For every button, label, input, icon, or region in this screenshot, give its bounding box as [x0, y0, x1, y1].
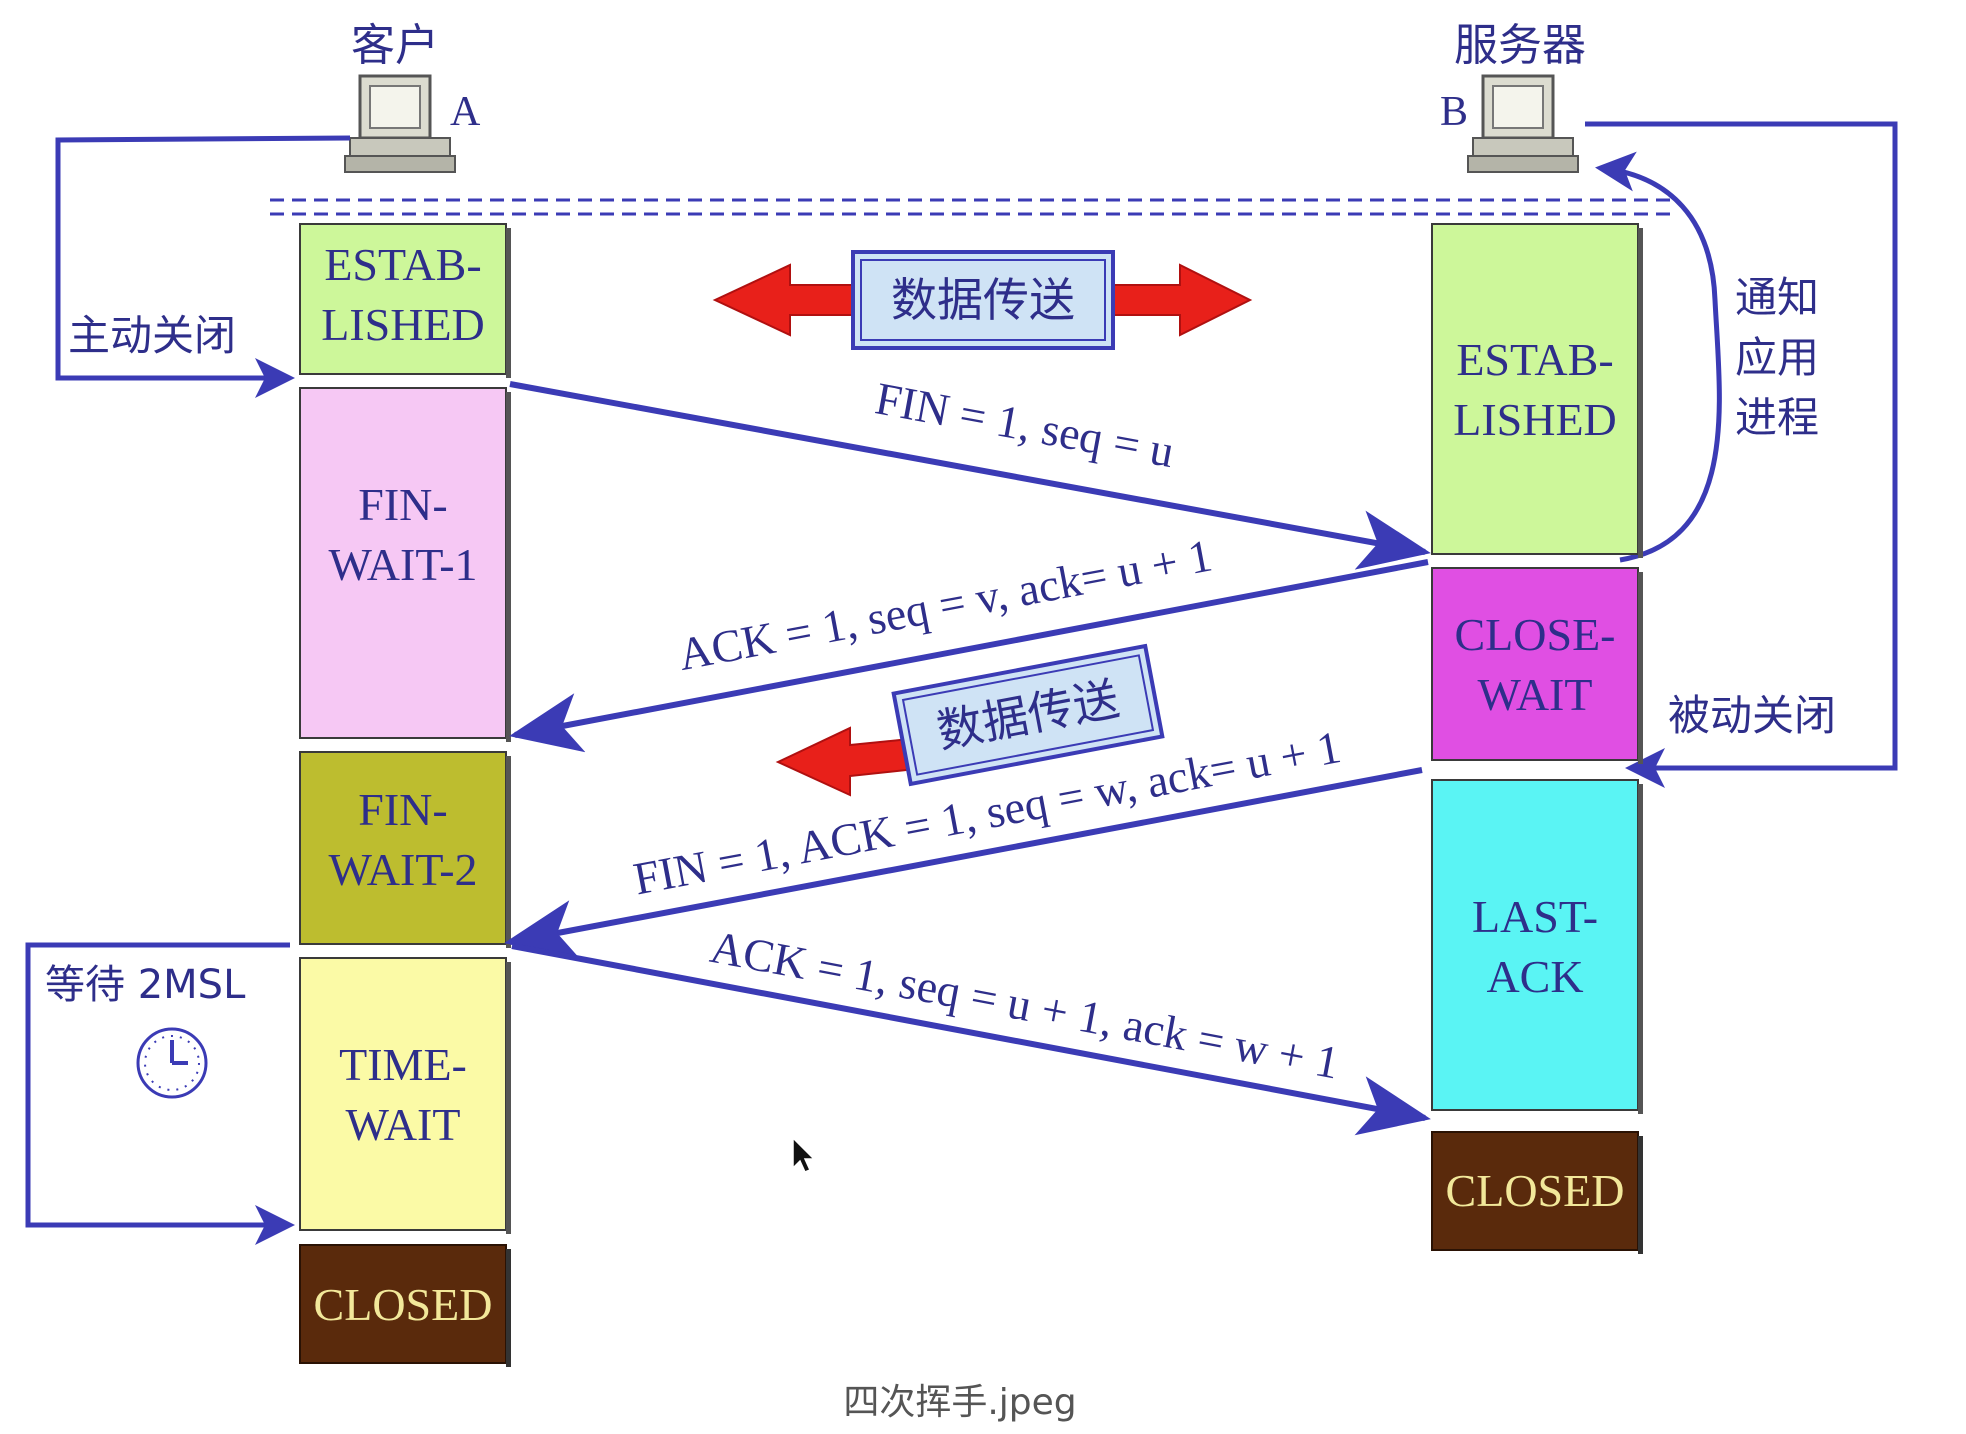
- server-letter: B: [1440, 89, 1468, 135]
- svg-text:WAIT: WAIT: [346, 1099, 461, 1150]
- svg-text:LISHED: LISHED: [1453, 394, 1617, 445]
- data-transfer-badge-top: 数据传送: [851, 250, 1115, 350]
- wait-2msl-label: 等待 2MSL: [45, 962, 246, 1008]
- active-close-label: 主动关闭: [68, 311, 236, 360]
- client-state-fin-wait-2: FIN- WAIT-2: [299, 751, 511, 948]
- message-arrow-3: [504, 767, 1423, 960]
- server-state-established: ESTAB- LISHED: [1431, 223, 1643, 558]
- clock-icon: [136, 1027, 208, 1099]
- notify-label-1: 通知: [1735, 273, 1819, 322]
- message-arrow-4: [511, 943, 1431, 1136]
- svg-text:LISHED: LISHED: [321, 299, 485, 350]
- svg-text:WAIT-1: WAIT-1: [328, 539, 477, 590]
- client-state-fin-wait-1: FIN- WAIT-1: [299, 387, 511, 742]
- message-arrow-2: [509, 559, 1429, 753]
- svg-text:ESTAB-: ESTAB-: [324, 239, 481, 290]
- svg-text:WAIT: WAIT: [1478, 669, 1593, 720]
- svg-text:CLOSE-: CLOSE-: [1455, 609, 1616, 660]
- passive-close-label: 被动关闭: [1668, 691, 1836, 740]
- cursor-icon: [792, 1136, 816, 1173]
- svg-text:TIME-: TIME-: [339, 1039, 467, 1090]
- notify-label-2: 应用: [1735, 333, 1819, 382]
- server-state-closed: CLOSED: [1431, 1131, 1643, 1254]
- passive-close-arrow: [1585, 121, 1898, 788]
- svg-text:数据传送: 数据传送: [891, 273, 1075, 327]
- client-state-closed: CLOSED: [299, 1244, 511, 1367]
- svg-text:ESTAB-: ESTAB-: [1456, 334, 1613, 385]
- svg-text:CLOSED: CLOSED: [1446, 1165, 1625, 1216]
- client-state-established: ESTAB- LISHED: [299, 223, 511, 378]
- notify-label-3: 进程: [1735, 393, 1819, 442]
- wait-2msl-arrow: [25, 942, 295, 1245]
- client-letter: A: [450, 89, 481, 135]
- notify-app-arrow: [1595, 151, 1722, 563]
- server-title: 服务器: [1454, 20, 1586, 71]
- svg-text:FIN-: FIN-: [358, 479, 447, 530]
- computer-icon: [344, 74, 456, 173]
- computer-icon: [1467, 74, 1579, 173]
- image-caption: 四次挥手.jpeg: [843, 1382, 1076, 1423]
- svg-text:WAIT-2: WAIT-2: [328, 844, 477, 895]
- svg-text:ACK: ACK: [1486, 951, 1583, 1002]
- server-state-last-ack: LAST- ACK: [1431, 779, 1643, 1114]
- client-title: 客户: [351, 20, 439, 71]
- svg-text:CLOSED: CLOSED: [314, 1279, 493, 1330]
- svg-text:LAST-: LAST-: [1472, 891, 1598, 942]
- message-label-4: ACK = 1, seq = u + 1, ack = w + 1: [706, 921, 1343, 1089]
- message-arrow-1: [509, 381, 1431, 570]
- svg-text:FIN-: FIN-: [358, 784, 447, 835]
- active-close-arrow: [55, 135, 351, 398]
- server-state-close-wait: CLOSE- WAIT: [1431, 567, 1643, 764]
- client-state-time-wait: TIME- WAIT: [299, 957, 511, 1234]
- data-transfer-badge-middle: 数据传送: [891, 643, 1165, 787]
